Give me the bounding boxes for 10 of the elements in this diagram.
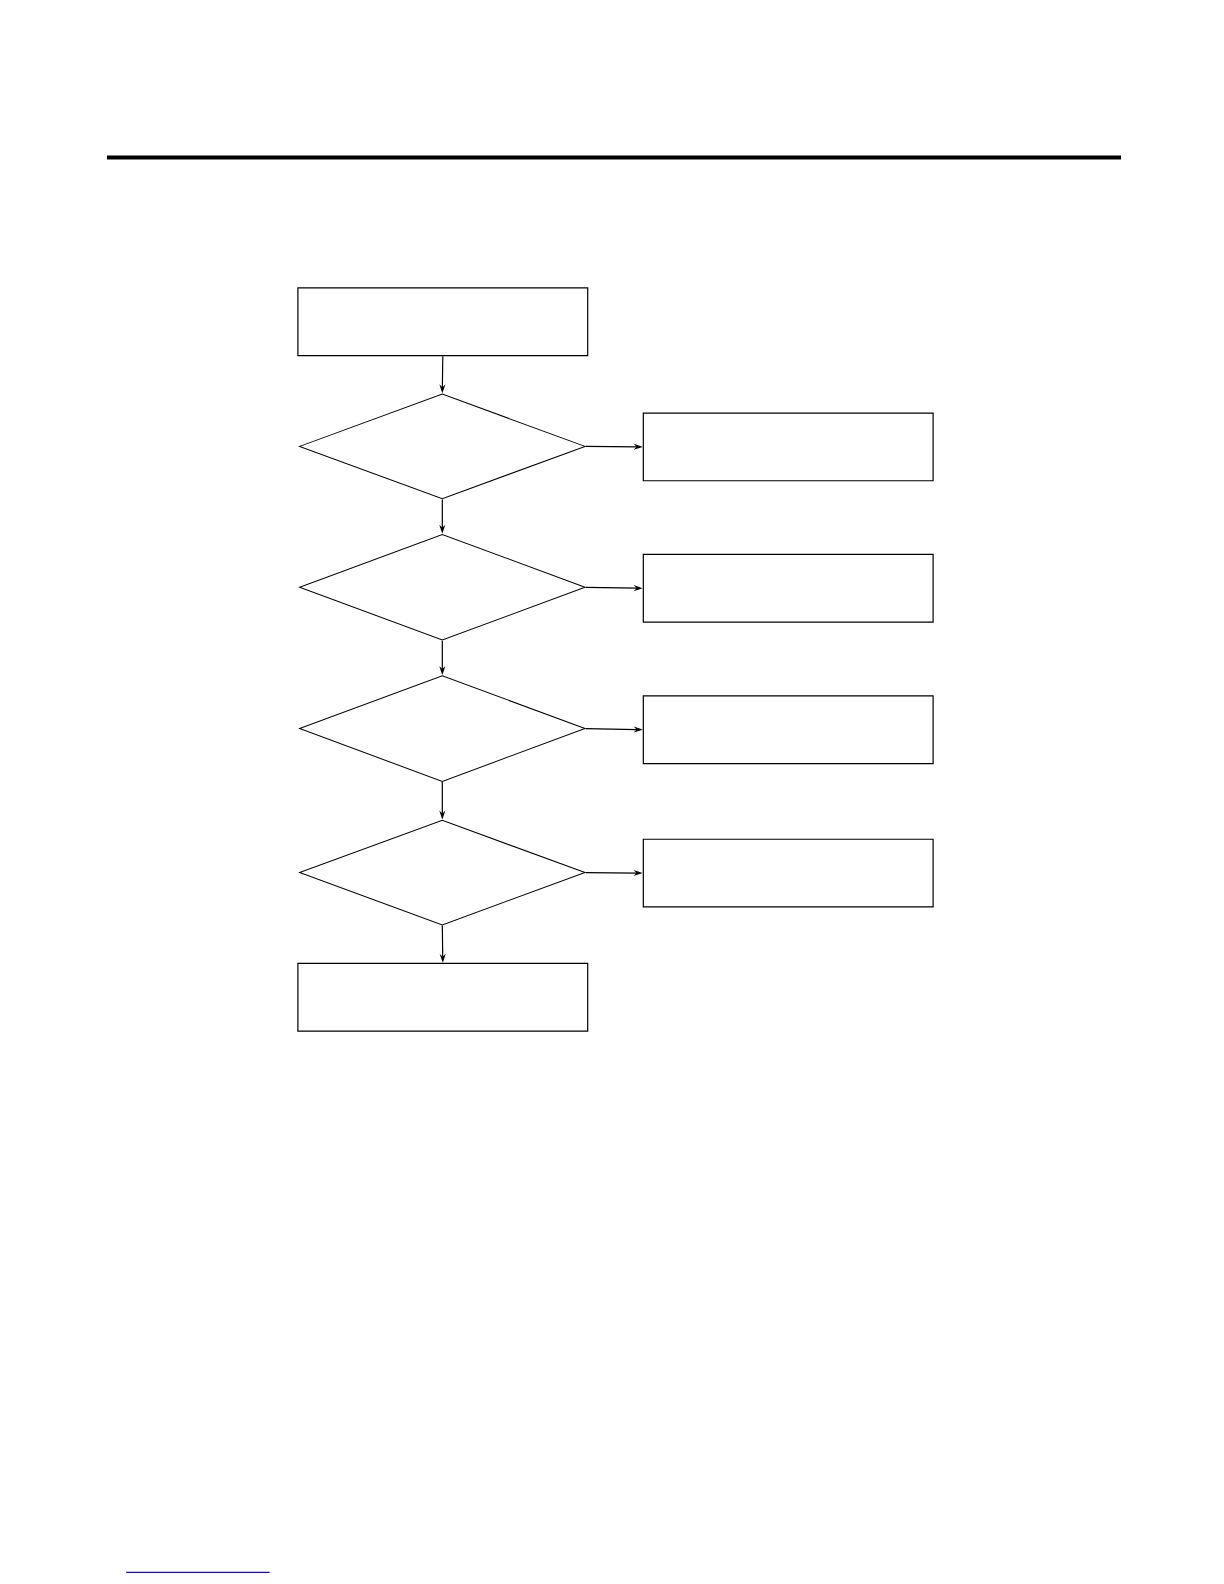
process-box bbox=[297, 287, 589, 357]
decision-diamond bbox=[299, 393, 586, 500]
decision-diamond bbox=[299, 534, 586, 641]
process-box bbox=[642, 838, 934, 908]
decision-diamond bbox=[299, 819, 586, 926]
decision-diamond bbox=[299, 675, 586, 782]
process-box bbox=[642, 695, 934, 765]
process-box bbox=[297, 962, 589, 1032]
process-box bbox=[642, 553, 934, 623]
process-box bbox=[642, 412, 934, 482]
